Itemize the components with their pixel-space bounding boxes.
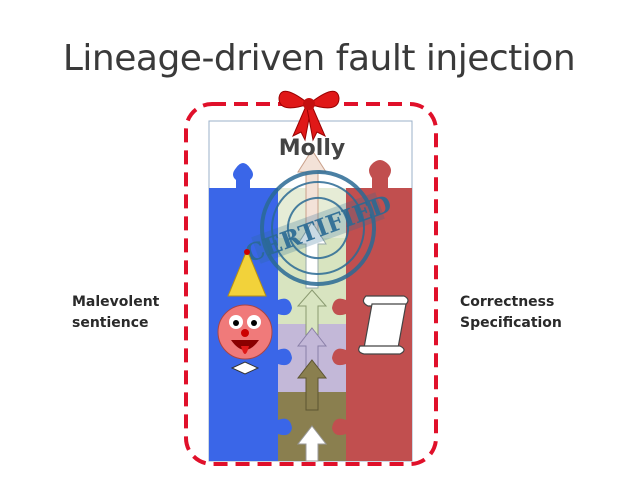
correctness-specification-label: Correctness Specification (460, 292, 562, 334)
clown-icon (217, 248, 273, 375)
up-arrow-icon (296, 425, 328, 462)
up-arrow-icon (296, 359, 328, 411)
right-label-line-1: Correctness (460, 294, 555, 310)
left-label-line-2: sentience (72, 315, 149, 331)
bow-icon (278, 90, 340, 142)
molly-label: Molly (279, 136, 345, 161)
right-label-line-2: Specification (460, 315, 562, 331)
left-label-line-1: Malevolent (72, 294, 160, 310)
scroll-icon (358, 295, 409, 355)
slide-title: Lineage-driven fault injection (62, 38, 576, 79)
malevolent-sentience-label: Malevolent sentience (72, 292, 159, 334)
up-arrow-icon (297, 221, 327, 289)
